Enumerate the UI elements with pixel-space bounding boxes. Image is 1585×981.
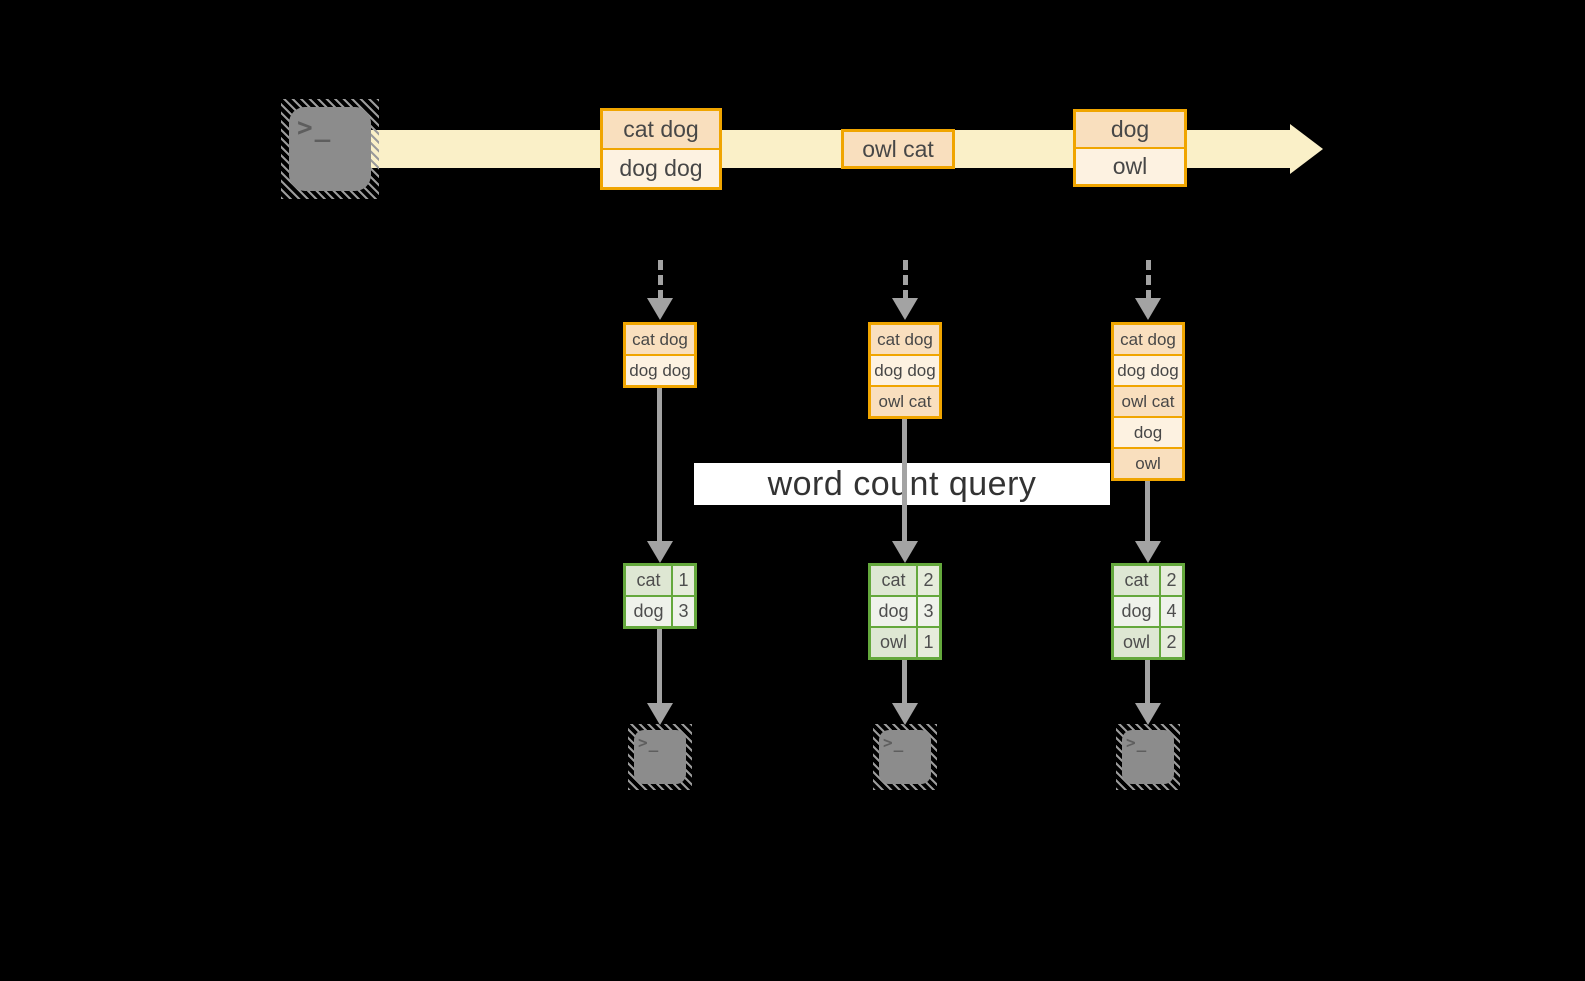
count-cell: 3 [673,597,694,626]
stream-record: cat dog dog dog [600,108,722,190]
result-table: cat 2 dog 4 owl 2 [1111,563,1185,660]
record-line: owl cat [844,132,952,166]
buffer-row: owl [1114,449,1182,478]
buffer-box: cat dog dog dog [623,322,697,388]
buffer-row: cat dog [626,325,694,354]
terminal-prompt-icon: >_ [297,113,333,143]
word-cell: cat [1114,566,1159,595]
arrowhead-icon [1135,541,1161,563]
record-line: dog [1076,112,1184,147]
table-row: cat 2 [1114,566,1182,595]
terminal-body [289,107,371,191]
table-row: cat 1 [626,566,694,595]
count-cell: 2 [1161,628,1182,657]
table-row: owl 2 [1114,628,1182,657]
arrowhead-icon [647,703,673,725]
dashed-arrowhead-icon [647,298,673,320]
buffer-row: cat dog [871,325,939,354]
arrowhead-icon [647,541,673,563]
count-cell: 1 [918,628,939,657]
table-row: dog 3 [626,597,694,626]
count-cell: 4 [1161,597,1182,626]
table-row: owl 1 [871,628,939,657]
arrowhead-icon [892,703,918,725]
arrowhead-icon [892,541,918,563]
arrow-line [902,660,907,705]
arrow-line [1145,660,1150,705]
buffer-box: cat dog dog dog owl cat [868,322,942,419]
sink-terminal-icon: >_ [628,724,692,790]
word-cell: owl [871,628,916,657]
arrowhead-icon [1135,703,1161,725]
dashed-arrowhead-icon [1135,298,1161,320]
word-cell: cat [871,566,916,595]
word-cell: dog [1114,597,1159,626]
arrow-line [1145,481,1150,543]
count-cell: 1 [673,566,694,595]
result-table: cat 2 dog 3 owl 1 [868,563,942,660]
table-row: dog 4 [1114,597,1182,626]
terminal-prompt-icon: >_ [1126,733,1148,752]
table-row: dog 3 [871,597,939,626]
arrow-line [657,388,662,543]
result-table: cat 1 dog 3 [623,563,697,629]
word-cell: owl [1114,628,1159,657]
word-cell: cat [626,566,671,595]
arrow-line [902,419,907,543]
buffer-row: owl cat [871,387,939,416]
count-cell: 3 [918,597,939,626]
buffer-row: owl cat [1114,387,1182,416]
stream-record: dog owl [1073,109,1187,187]
buffer-box: cat dog dog dog owl cat dog owl [1111,322,1185,481]
stream-arrowhead-icon [1290,124,1323,174]
dashed-arrowhead-icon [892,298,918,320]
terminal-body [1122,730,1174,784]
count-cell: 2 [1161,566,1182,595]
record-line: dog dog [603,150,719,187]
buffer-row: dog dog [626,356,694,385]
record-line: owl [1076,149,1184,184]
terminal-body [879,730,931,784]
terminal-prompt-icon: >_ [638,733,660,752]
arrow-line [657,629,662,705]
terminal-body [634,730,686,784]
query-banner-label: word count query [767,464,1037,503]
buffer-row: dog [1114,418,1182,447]
buffer-row: cat dog [1114,325,1182,354]
table-row: cat 2 [871,566,939,595]
dashed-arrow-line [1146,260,1151,300]
terminal-prompt-icon: >_ [883,733,905,752]
stream-record: owl cat [841,129,955,169]
buffer-row: dog dog [871,356,939,385]
word-cell: dog [871,597,916,626]
record-line: cat dog [603,111,719,148]
sink-terminal-icon: >_ [1116,724,1180,790]
word-cell: dog [626,597,671,626]
dashed-arrow-line [903,260,908,300]
buffer-row: dog dog [1114,356,1182,385]
sink-terminal-icon: >_ [873,724,937,790]
count-cell: 2 [918,566,939,595]
source-terminal-icon: >_ [281,99,379,199]
dashed-arrow-line [658,260,663,300]
